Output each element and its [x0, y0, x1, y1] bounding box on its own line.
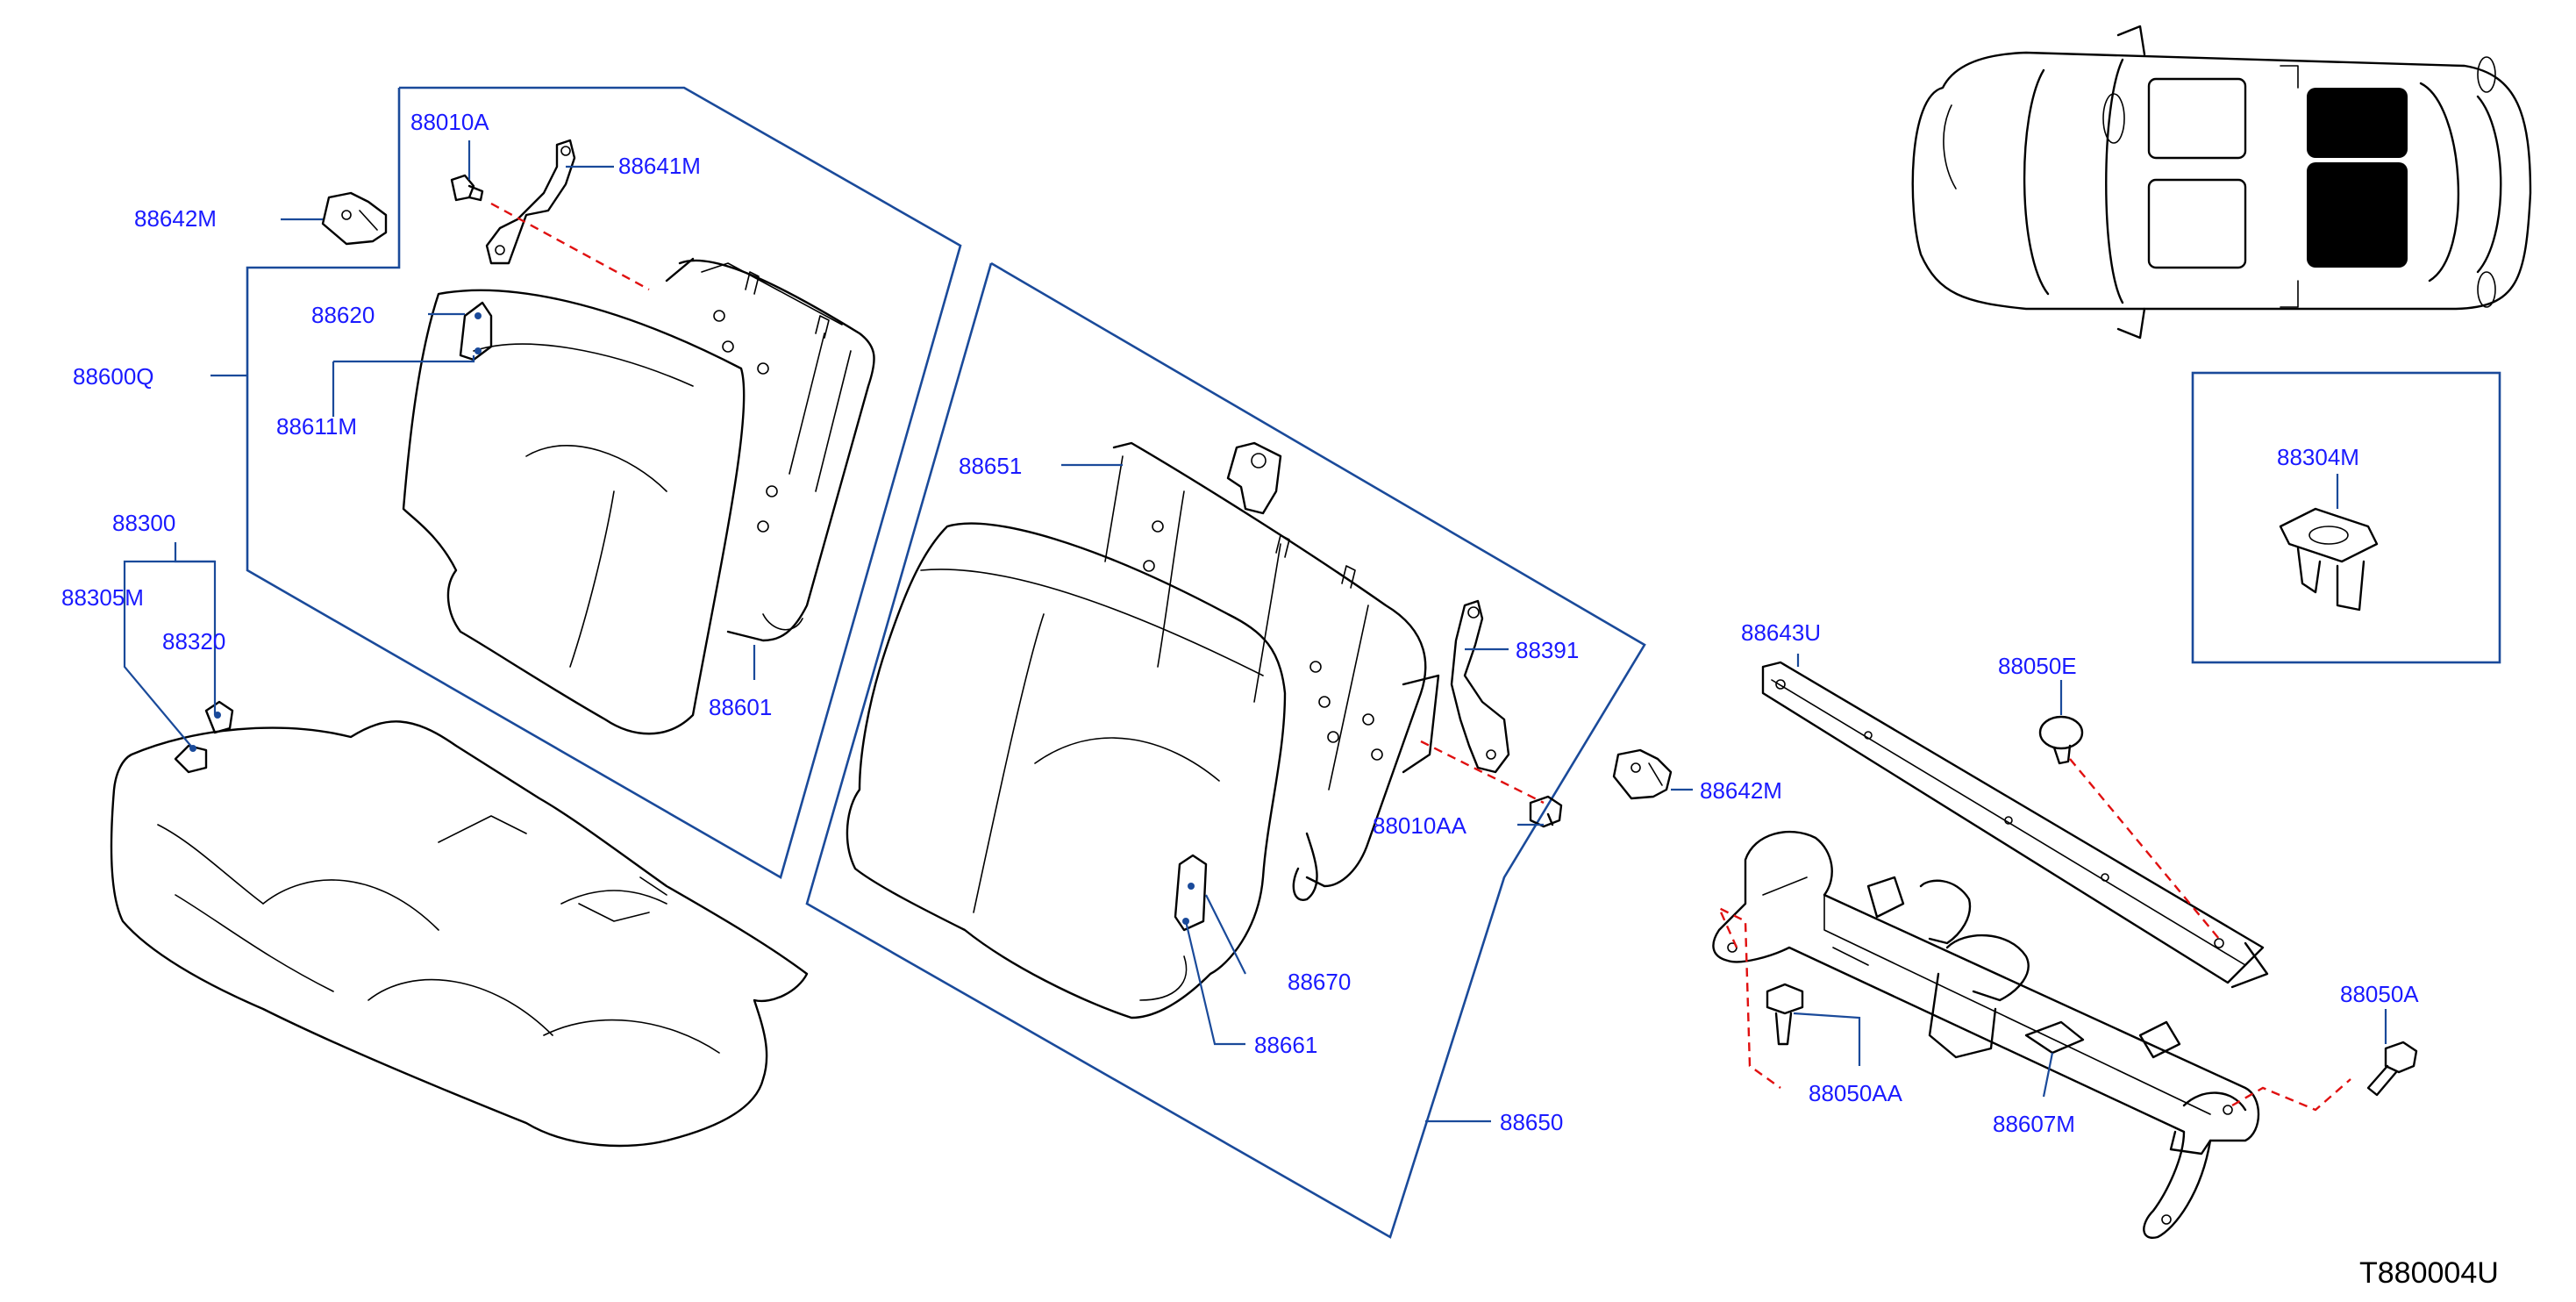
leader-lines [123, 140, 2387, 1123]
seat-back-center-88650 [846, 441, 1440, 1019]
bolt-88010a-icon [450, 174, 484, 202]
dash-88010a [490, 202, 650, 291]
label-88050aa: 88050AA [1809, 1080, 1903, 1106]
label-88010a: 88010A [410, 109, 489, 135]
seat-cushion-88300 [110, 700, 809, 1148]
hinge-88641m-left-icon [485, 139, 576, 265]
hinge-88391-icon [1450, 599, 1510, 774]
label-88010aa: 88010AA [1373, 812, 1467, 839]
rear-seat-highlight-upper [2307, 88, 2408, 158]
label-88650: 88650 [1500, 1109, 1563, 1135]
label-88320: 88320 [162, 628, 225, 655]
label-88670: 88670 [1288, 969, 1351, 995]
bolt-88050a-icon [2366, 1041, 2418, 1097]
label-88601: 88601 [709, 694, 772, 720]
frame-88650 [805, 261, 1646, 1239]
label-88661: 88661 [1254, 1032, 1317, 1058]
label-88050e: 88050E [1998, 653, 2077, 679]
label-88643u: 88643U [1741, 619, 1821, 646]
label-88611m: 88611M [276, 413, 357, 440]
label-88305m: 88305M [61, 584, 144, 611]
frame-88304m [2191, 371, 2501, 664]
strip-88643u [1761, 661, 2269, 989]
dash-88050e [2069, 758, 2220, 940]
striker-88642m-left-icon [321, 191, 388, 246]
dash-88050a [2231, 1078, 2351, 1112]
label-88642m-right: 88642M [1700, 777, 1782, 804]
label-88641m-left: 88641M [618, 153, 701, 179]
clip-88050e-icon [2038, 715, 2084, 765]
seat-back-left-88601 [402, 257, 875, 735]
label-88300: 88300 [112, 510, 175, 536]
clip-88304m-icon [2279, 507, 2379, 612]
label-88600q: 88600Q [73, 363, 154, 390]
label-88050a: 88050A [2340, 981, 2419, 1007]
bolt-88050aa-icon [1766, 983, 1804, 1046]
bolt-88010aa-icon [1529, 795, 1563, 828]
striker-88642m-right-icon [1612, 748, 1673, 800]
rear-seat-highlight-lower [2307, 162, 2408, 268]
diagram-code: T880004U [2359, 1256, 2499, 1290]
label-88391: 88391 [1516, 637, 1579, 663]
label-88651: 88651 [959, 453, 1022, 479]
bracket-88607m [1712, 831, 2260, 1239]
clip-88670 [1174, 854, 1208, 932]
frame-88600q [246, 86, 962, 879]
label-88642m-left: 88642M [134, 205, 217, 232]
dash-88050aa [1716, 905, 1781, 1089]
car-top-view-icon [1911, 25, 2532, 340]
dash-88010aa [1420, 740, 1545, 805]
label-88607m: 88607M [1993, 1111, 2075, 1137]
bracket-88620 [459, 301, 493, 361]
label-88620: 88620 [311, 302, 375, 328]
label-88304m: 88304M [2277, 444, 2359, 470]
